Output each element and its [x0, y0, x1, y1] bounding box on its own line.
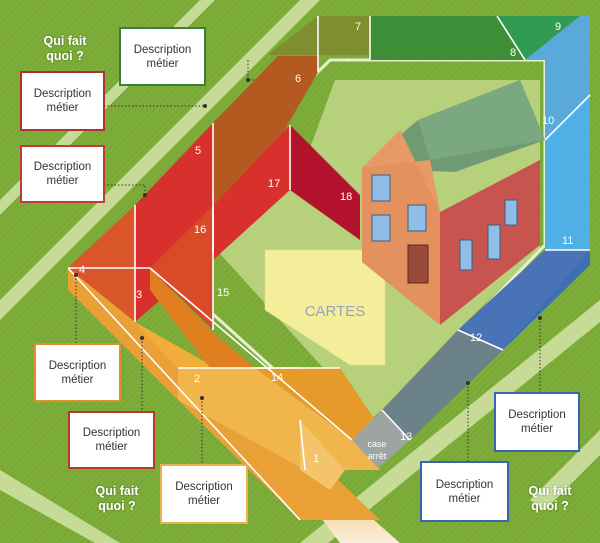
job-description-line1: Description	[435, 478, 494, 491]
square-number: 2	[194, 373, 200, 385]
who-does-what-line2: quoi ?	[98, 499, 136, 513]
who-does-what-line2: quoi ?	[46, 49, 84, 63]
square-8[interactable]	[370, 16, 525, 60]
square-number: 10	[542, 115, 554, 127]
square-number: 3	[136, 289, 142, 301]
job-description-line1: Description	[33, 88, 92, 100]
who-does-what-line1: Qui fait	[43, 34, 87, 48]
square-number: 7	[355, 21, 361, 33]
field-path	[300, 300, 600, 543]
square-number: 11	[562, 235, 573, 247]
house-window	[487, 224, 501, 260]
job-description-line1: Description	[33, 161, 92, 173]
square-11[interactable]	[545, 95, 590, 250]
job-description-card[interactable]: Description métier	[160, 464, 248, 524]
job-description-line2: métier	[46, 175, 79, 187]
square-number: 16	[194, 224, 206, 236]
job-description-card[interactable]: Description métier	[34, 343, 121, 402]
square-number: 5	[195, 145, 201, 157]
job-description-line2: métier	[95, 441, 128, 453]
job-description-card[interactable]: Description métier	[494, 392, 580, 452]
square-18[interactable]	[290, 125, 360, 240]
square-number: 4	[79, 264, 85, 276]
job-description-line2: métier	[521, 423, 553, 435]
square-4[interactable]	[68, 205, 135, 322]
who-does-what-label: Qui fait quoi ?	[515, 484, 585, 514]
house-window	[504, 199, 518, 226]
job-description-line1: Description	[82, 427, 141, 439]
who-does-what-label: Qui fait quoi ?	[30, 34, 100, 64]
square-number: 8	[510, 47, 516, 59]
who-does-what-line1: Qui fait	[95, 484, 139, 498]
job-description-card[interactable]: Description métier	[68, 411, 155, 469]
job-description-card[interactable]: Description métier	[119, 27, 206, 86]
job-description-line2: métier	[61, 373, 94, 386]
house-gable	[362, 130, 440, 212]
square-number: 14	[271, 372, 283, 384]
square-number: 18	[340, 191, 352, 203]
square-number: 13	[400, 431, 412, 443]
house-window	[459, 239, 473, 271]
job-description-line2: métier	[188, 495, 220, 507]
field-path	[530, 430, 600, 510]
square-number: 9	[555, 21, 561, 33]
house-roof-right	[418, 80, 545, 160]
job-description-line2: métier	[146, 57, 179, 70]
square-15[interactable]	[150, 268, 255, 368]
who-does-what-line1: Qui fait	[528, 484, 572, 498]
square-13[interactable]	[382, 330, 503, 440]
square-number: 1	[313, 453, 319, 465]
house-window	[371, 174, 391, 202]
square-10[interactable]	[525, 16, 590, 140]
stop-square-label-line2: arrêt	[368, 451, 387, 461]
square-separators	[67, 15, 591, 521]
cards-label: CARTES	[305, 303, 366, 320]
square-1-tile[interactable]	[300, 420, 345, 490]
job-description-card[interactable]: Description métier	[20, 71, 105, 131]
job-description-line1: Description	[175, 481, 233, 493]
square-9[interactable]	[497, 16, 580, 60]
job-description-line1: Description	[48, 359, 107, 372]
stop-square-label-line1: case	[367, 439, 386, 449]
job-description-line1: Description	[133, 43, 192, 56]
house-window	[371, 214, 391, 242]
square-12-tile[interactable]	[458, 250, 590, 350]
job-description-line1: Description	[508, 409, 566, 421]
house-window	[407, 204, 427, 232]
job-description-card[interactable]: Description métier	[20, 145, 105, 203]
job-description-line2: métier	[448, 492, 481, 505]
square-number: 6	[295, 73, 301, 85]
square-7b[interactable]	[268, 16, 370, 55]
square-14[interactable]	[210, 330, 375, 440]
job-description-line2: métier	[46, 102, 79, 114]
who-does-what-label: Qui fait quoi ?	[82, 484, 152, 514]
house-door	[407, 244, 429, 284]
house	[362, 80, 545, 325]
square-number: 12	[470, 332, 482, 344]
square-number: 15	[217, 287, 229, 299]
track-yellow-lower[interactable]	[178, 368, 380, 470]
square-number: 17	[268, 178, 280, 190]
job-description-card[interactable]: Description métier	[420, 461, 509, 522]
square-number-labels: 1 2 3 4 5 6 7 8 9 10 11 12 13 14 15 16 1…	[79, 21, 573, 465]
field-path	[0, 0, 320, 320]
who-does-what-line2: quoi ?	[531, 499, 569, 513]
connector-lines	[75, 60, 541, 465]
square-16[interactable]	[150, 206, 213, 330]
field-path	[0, 470, 120, 543]
connector-dots	[74, 78, 542, 400]
square-17[interactable]	[213, 125, 290, 260]
